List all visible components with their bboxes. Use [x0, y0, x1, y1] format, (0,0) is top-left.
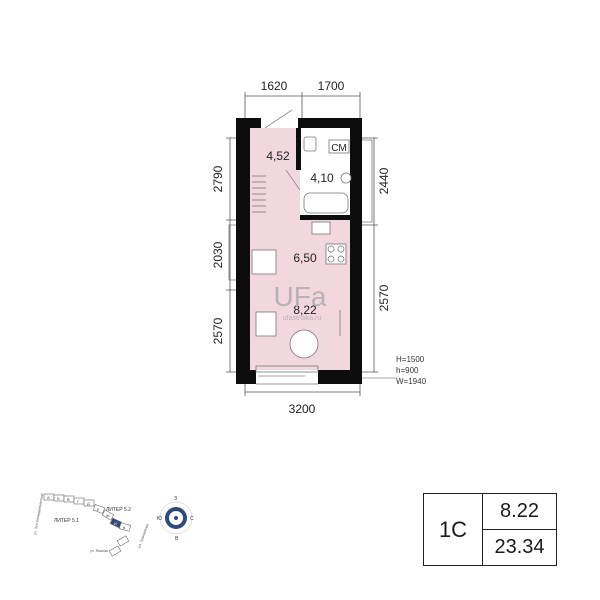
dim-left-middle: 2030 [211, 241, 225, 268]
compass-south: Ю [157, 516, 162, 522]
chair-icon [255, 311, 277, 337]
site-street-2: ул. Ямская [90, 549, 108, 553]
dim-top-left: 1620 [261, 79, 288, 93]
dim-left-top: 2790 [211, 165, 225, 192]
washer-label: СМ [331, 143, 346, 154]
dim-bottom: 3200 [289, 402, 316, 416]
total-area-value: 23.34 [494, 536, 545, 558]
site-section-i: И [114, 521, 117, 526]
dim-right-top: 2440 [377, 167, 391, 194]
compass-east: В [175, 536, 179, 542]
washer-icon [328, 139, 350, 154]
window-spec-width: W=1940 [396, 377, 427, 386]
site-section-v: В [67, 497, 70, 502]
compass: С Ю В З [157, 496, 194, 542]
kitchen-sink-icon [311, 221, 331, 235]
rug-icon [289, 329, 319, 359]
dim-top-right: 1700 [318, 79, 345, 93]
fixtures [251, 136, 352, 359]
site-section-k: К [123, 525, 126, 530]
window-spec-height: H=1500 [396, 355, 425, 364]
dimension-lines [226, 92, 378, 396]
wardrobe-hatch [252, 175, 266, 213]
watermark-url: ufastroika.ru [283, 315, 322, 322]
dim-left-bottom: 2570 [211, 317, 225, 344]
site-liter-1: ЛИТЕР 5.1 [54, 518, 79, 524]
doors [258, 109, 305, 377]
sink-icon [340, 172, 352, 184]
balcony-outlines [228, 139, 373, 385]
room-hall-area: 4,52 [266, 149, 290, 163]
apartment-type: 1С [424, 494, 483, 565]
room-living-area: 8,22 [293, 303, 317, 317]
site-plan: А Б В Г Д Е Ж И К ЛИТЕР 5.1 ЛИТЕР 5.2 ул… [33, 493, 150, 557]
site-street-3: ул. Трамвайная [137, 523, 149, 548]
walls [236, 118, 362, 384]
room-bathroom-area: 4,10 [310, 171, 334, 185]
toilet-icon [303, 136, 317, 152]
site-section-a: А [47, 495, 50, 500]
living-area-value: 8.22 [483, 494, 556, 530]
bathtub-icon [303, 192, 349, 214]
site-section-g: Г [77, 499, 80, 504]
table-icon [251, 249, 277, 275]
site-section-e: Е [97, 507, 100, 512]
compass-north: С [190, 516, 194, 522]
site-liter-2: ЛИТЕР 5.2 [106, 507, 131, 513]
compass-west: З [174, 496, 177, 502]
watermark-logo: UFa [274, 281, 327, 312]
site-street-1: ул. Зои Космодемьянской [33, 493, 44, 535]
window-spec-sill: h=900 [396, 366, 419, 375]
apartment-info-box: 1С 8.22 23.34 [423, 493, 557, 566]
room-kitchen-area: 6,50 [293, 251, 317, 265]
apartment-areas: 8.22 23.34 [483, 494, 556, 565]
site-section-zh: Ж [106, 513, 110, 518]
site-section-d: Д [87, 501, 90, 506]
dim-right-bottom: 2570 [377, 284, 391, 311]
site-section-b: Б [57, 496, 60, 501]
